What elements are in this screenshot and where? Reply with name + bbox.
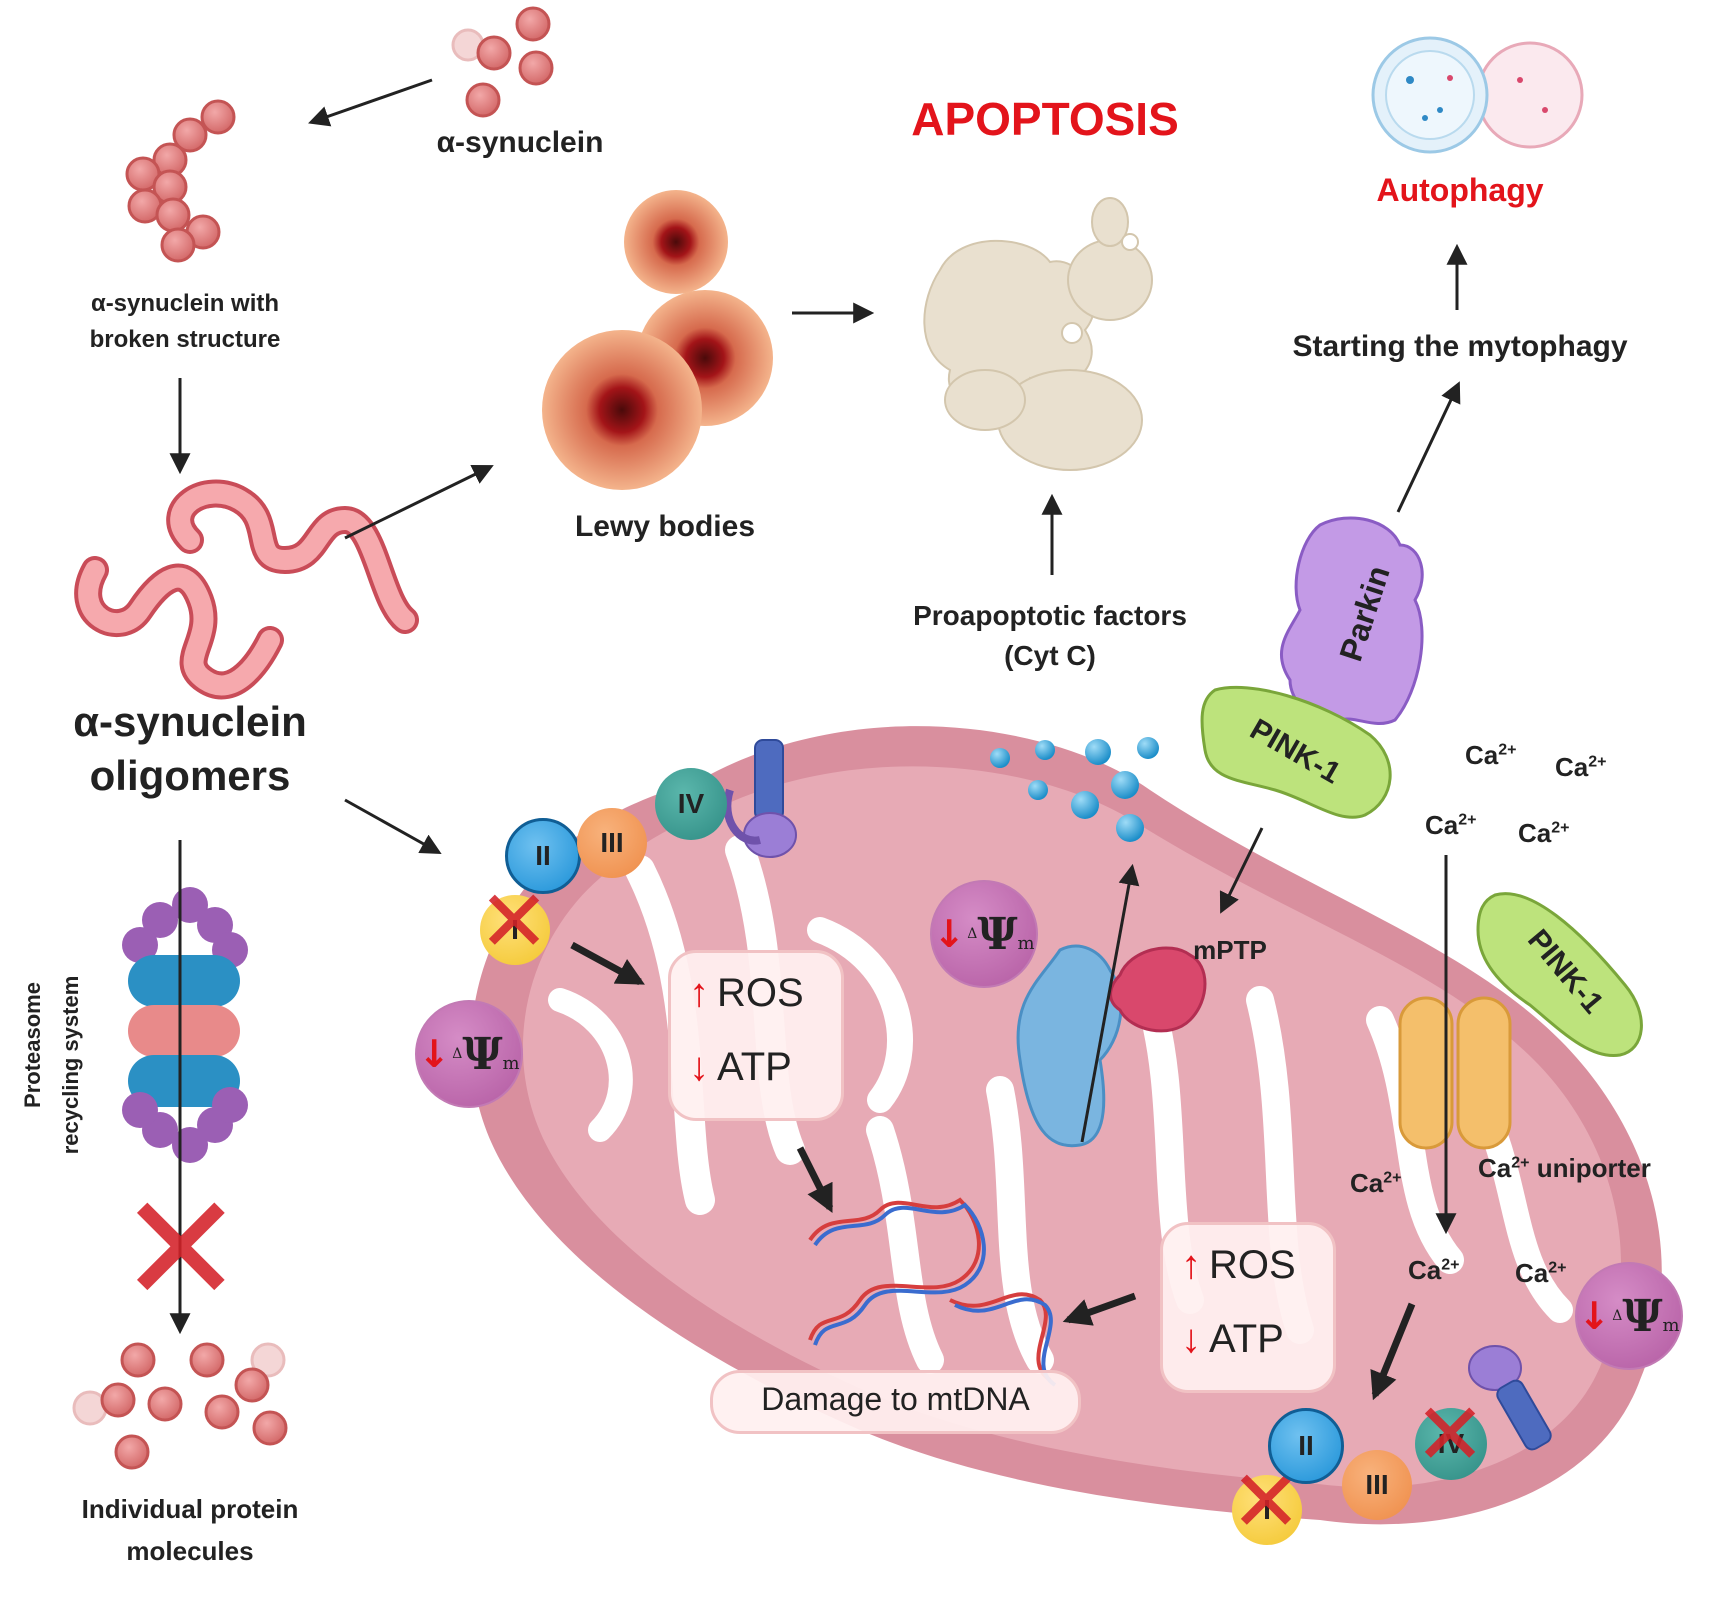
autophagy-label: Autophagy <box>1376 172 1544 208</box>
alpha-synuclein-monomers <box>451 6 554 118</box>
ca-ion-label: Ca2+ <box>1425 810 1477 840</box>
inhibited-x-icon: ✕ <box>1414 1385 1487 1485</box>
broken-structure-label-line2: broken structure <box>89 326 281 353</box>
alpha-synuclein-broken-chain <box>125 99 236 263</box>
ca-uniporter-label: Ca2+ uniporter <box>1478 1153 1651 1183</box>
ros-text: ROS <box>1209 1243 1296 1287</box>
pink1-protein-top <box>1200 686 1392 819</box>
proapoptotic-label-line2: (Cyt C) <box>1004 640 1096 671</box>
arrow-down-icon: ↓ <box>418 1032 451 1076</box>
blocked-x-icon: ✕ <box>118 1163 244 1337</box>
oligomers-label-line2: oligomers <box>89 752 291 799</box>
mptp-pore <box>1109 946 1207 1033</box>
damage-mtdna-box: Damage to mtDNA <box>710 1370 1081 1434</box>
arrow-up-icon: ↑ <box>1181 1243 1201 1287</box>
ca-ion-label: Ca2+ <box>1465 740 1517 770</box>
ca-ion-label: Ca2+ <box>1518 818 1570 848</box>
oligomers-label-line1: α-synuclein <box>73 698 307 745</box>
atp-text: ATP <box>1209 1317 1284 1361</box>
apoptotic-cell <box>923 197 1153 471</box>
flow-arrows <box>169 78 1468 1335</box>
broken-structure-label-line1: α-synuclein with <box>90 290 280 317</box>
complex-iv-top: IV <box>655 768 727 840</box>
complex-iv-bottom: IV <box>1415 1408 1487 1480</box>
arrow-down-icon: ↓ <box>1181 1317 1201 1361</box>
ca-ion-label: Ca2+ <box>1350 1168 1402 1198</box>
autophagy-vesicles <box>1371 36 1584 154</box>
lewy-bodies <box>542 190 773 490</box>
atp-synthase-bottom <box>1468 1345 1552 1451</box>
alpha-synuclein-oligomer-strand <box>74 479 419 700</box>
damage-mtdna-label: Damage to mtDNA <box>761 1381 1030 1417</box>
ros-text: ROS <box>717 971 804 1015</box>
proteasome <box>122 887 248 1163</box>
ros-atp-box-lower: ↑ROS ↓ATP <box>1160 1222 1336 1393</box>
starting-mitophagy-label: Starting the mytophagy <box>1292 330 1628 363</box>
apoptosis-label: APOPTOSIS <box>911 93 1179 145</box>
ca-ion-label: Ca2+ <box>1515 1258 1567 1288</box>
cytochrome-c-particles <box>990 737 1159 842</box>
lewy-bodies-label: Lewy bodies <box>574 510 756 543</box>
ca-ion-label: Ca2+ <box>1555 752 1607 782</box>
damaged-mtdna <box>808 1197 1057 1387</box>
complex-ii-bottom: II <box>1268 1408 1344 1484</box>
membrane-transporter <box>1016 944 1123 1148</box>
ca-ion-label: Ca2+ <box>1408 1255 1460 1285</box>
complex-i-bottom: I <box>1232 1475 1302 1545</box>
complex-iii-bottom: III <box>1342 1450 1412 1520</box>
parkin-protein <box>1279 516 1424 726</box>
arrow-down-icon: ↓ <box>1578 1294 1611 1338</box>
arrow-up-icon: ↑ <box>689 971 709 1015</box>
complex-iii-top: III <box>577 808 647 878</box>
arrow-down-icon: ↓ <box>933 912 966 956</box>
atp-text: ATP <box>717 1045 792 1089</box>
complex-i-top: I <box>480 895 550 965</box>
arrow-down-icon: ↓ <box>689 1045 709 1089</box>
proapoptotic-label-line1: Proapoptotic factors <box>913 600 1187 631</box>
atp-synthase-top <box>723 739 797 858</box>
proteasome-label-line1: Proteasome <box>20 982 45 1108</box>
individual-protein-molecules <box>72 1342 288 1470</box>
mptp-label: mPTP <box>1193 935 1267 965</box>
bold-arrows <box>570 941 1416 1401</box>
proteasome-label-line2: recycling system <box>58 975 83 1155</box>
pink1-protein-right <box>1476 892 1643 1058</box>
ros-atp-box-upper: ↑ROS ↓ATP <box>668 950 844 1121</box>
individual-protein-label-line2: molecules <box>126 1536 254 1566</box>
alpha-synuclein-label: α-synuclein <box>436 126 604 159</box>
individual-protein-label-line1: Individual protein <box>81 1494 299 1524</box>
complex-ii-top: II <box>505 818 581 894</box>
ca-uniporter-channel <box>1398 996 1512 1150</box>
